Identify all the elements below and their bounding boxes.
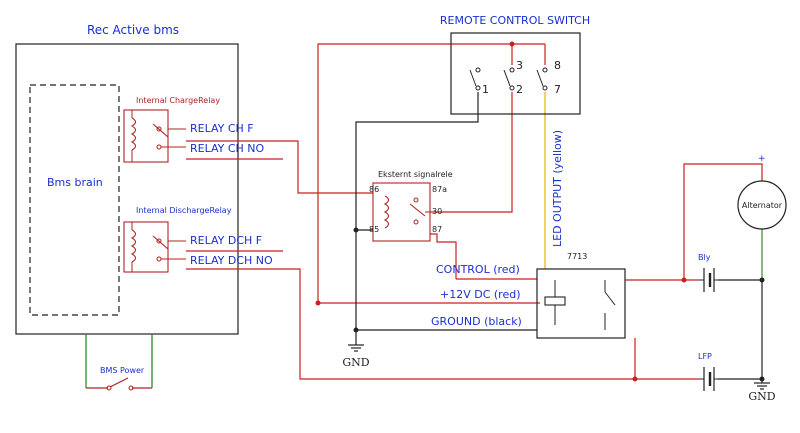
bms-brain-box — [29, 84, 120, 316]
gnd-left: GND — [342, 344, 370, 369]
pin-2: 2 — [516, 83, 523, 96]
bly-label: Bly — [698, 253, 711, 262]
wire-alternator-plus — [683, 163, 763, 280]
module-7713: 7713 CONTROL (red) +12V DC (red) GROUND … — [431, 252, 626, 339]
module-title: 7713 — [567, 252, 587, 261]
battery-lfp: LFP — [698, 352, 718, 391]
pin-8: 8 — [554, 59, 561, 72]
relay-pin-87: 87 — [432, 225, 442, 234]
relay-dch-f-label: RELAY DCH F — [190, 234, 262, 247]
bms-brain-label: Bms brain — [47, 176, 103, 189]
charge-relay-label: Internal ChargeRelay — [136, 96, 220, 105]
wire-dch-no-to-lfp — [186, 268, 698, 380]
wire-12v-to-switch — [317, 43, 513, 303]
led-output-label: LED OUTPUT (yellow) — [551, 130, 564, 247]
plus12-label: +12V DC (red) — [440, 288, 521, 301]
bms-title: Rec Active bms — [87, 23, 179, 37]
remote-switch-title: REMOTE CONTROL SWITCH — [440, 14, 590, 27]
alternator-label: Alternator — [742, 201, 783, 210]
discharge-relay-symbol — [123, 221, 186, 273]
wire-ch-f-to-86 — [186, 140, 373, 194]
wire-87 — [430, 233, 457, 279]
wires — [186, 41, 765, 383]
lfp-label: LFP — [698, 352, 712, 361]
relay-dch-no-label: RELAY DCH NO — [190, 254, 273, 267]
bms-box — [15, 43, 239, 335]
gnd-left-label: GND — [342, 356, 369, 369]
battery-bly: Bly — [698, 253, 718, 292]
wire-gnd-to-pin1 — [355, 92, 479, 345]
ground-label: GROUND (black) — [431, 315, 522, 328]
bms-power-switch — [85, 334, 153, 391]
bms-unit: Rec Active bms Bms brain Internal Charge… — [15, 23, 273, 391]
pin-7: 7 — [554, 83, 561, 96]
bms-power-label: BMS Power — [100, 366, 145, 375]
relay-pin-87a: 87a — [432, 185, 447, 194]
ext-relay-title: Eksternt signalrele — [378, 170, 453, 179]
control-label: CONTROL (red) — [436, 263, 520, 276]
alternator-plus: + — [758, 154, 766, 164]
discharge-relay-label: Internal DischargeRelay — [136, 206, 232, 215]
relay-pin-86: 86 — [369, 185, 379, 194]
relay-ch-f-label: RELAY CH F — [190, 122, 254, 135]
remote-switch-box — [450, 32, 581, 115]
pin-1: 1 — [482, 83, 489, 96]
wire-30-to-pin2 — [430, 92, 513, 213]
gnd-right-label: GND — [748, 390, 775, 403]
gnd-right: GND — [748, 382, 776, 403]
remote-control-switch: REMOTE CONTROL SWITCH 3 8 1 2 7 LED OUTP… — [440, 14, 590, 247]
relay-pin-85: 85 — [369, 225, 379, 234]
pin-3: 3 — [516, 59, 523, 72]
charge-relay-symbol — [123, 109, 186, 163]
relay-pin-30: 30 — [432, 207, 442, 216]
relay-ch-no-label: RELAY CH NO — [190, 142, 265, 155]
alternator: Alternator + — [737, 154, 787, 230]
external-signal-relay: Eksternt signalrele 86 87a 30 85 87 — [369, 170, 453, 242]
